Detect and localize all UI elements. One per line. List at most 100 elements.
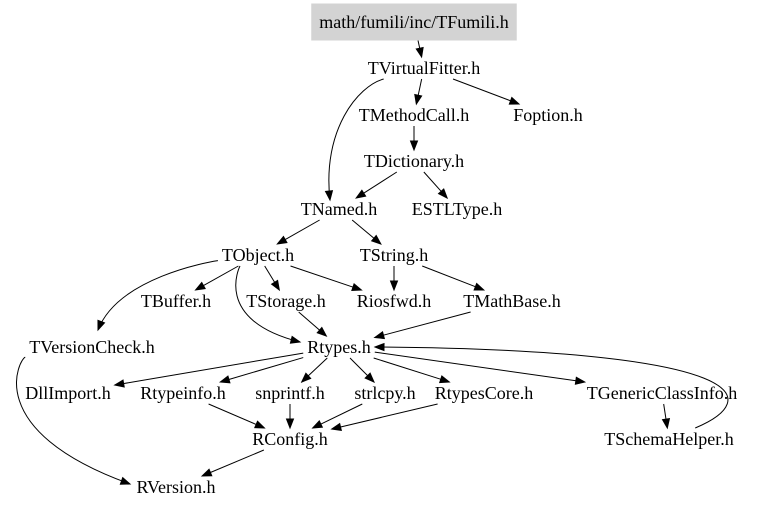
edge-tobject-to-tbuffer	[202, 265, 239, 287]
node-snprintf[interactable]: snprintf.h	[247, 382, 333, 404]
node-label: Rtypes.h	[307, 337, 371, 357]
node-tbuffer[interactable]: TBuffer.h	[133, 290, 219, 312]
node-label: TString.h	[360, 245, 429, 265]
node-label: ESTLType.h	[412, 199, 503, 219]
node-label: TMathBase.h	[463, 291, 560, 311]
node-label: RVersion.h	[136, 477, 215, 497]
node-label: TVirtualFitter.h	[368, 58, 480, 78]
node-tfumili[interactable]: math/fumili/inc/TFumili.h	[311, 3, 517, 41]
arrowhead-icon	[351, 282, 363, 291]
arrowhead-icon	[194, 281, 206, 291]
node-tmethodcall[interactable]: TMethodCall.h	[351, 104, 478, 126]
node-tobject[interactable]: TObject.h	[214, 244, 302, 266]
node-tschemahelper[interactable]: TSchemaHelper.h	[596, 428, 741, 450]
edge-rtypes-to-tgenericclassinfo	[374, 351, 577, 382]
node-label: strlcpy.h	[354, 383, 415, 403]
arrowhead-icon	[311, 420, 324, 429]
arrowhead-icon	[414, 93, 423, 106]
node-tversioncheck[interactable]: TVersionCheck.h	[21, 336, 162, 358]
edge-rconfig-to-rversion	[209, 449, 265, 474]
edge-tmathbase-to-rtypes	[382, 311, 471, 336]
node-riosfwd[interactable]: Riosfwd.h	[349, 290, 440, 312]
node-dllimport[interactable]: DllImport.h	[17, 382, 119, 404]
arrowhead-icon	[276, 235, 288, 245]
arrowhead-icon	[355, 189, 367, 199]
edge-tobject-to-rtypes	[235, 265, 301, 343]
node-label: TMethodCall.h	[359, 105, 470, 125]
arrowhead-icon	[373, 330, 386, 340]
nodes: math/fumili/inc/TFumili.hTVirtualFitter.…	[17, 3, 745, 498]
node-label: TNamed.h	[301, 199, 377, 219]
root-node-box	[311, 3, 517, 41]
node-label: TVersionCheck.h	[29, 337, 154, 357]
arrowhead-icon	[285, 418, 295, 430]
edge-rtypes-to-rtypeinfo	[227, 357, 304, 381]
node-rversion[interactable]: RVersion.h	[128, 476, 223, 498]
node-tnamed[interactable]: TNamed.h	[293, 198, 385, 220]
edge-tgenericclassinfo-to-tschemahelper	[663, 403, 667, 421]
node-tmathbase[interactable]: TMathBase.h	[455, 290, 568, 312]
node-label: TGenericClassInfo.h	[587, 383, 737, 403]
edge-rtypescore-to-rconfig	[339, 403, 438, 428]
arrowhead-icon	[270, 279, 281, 292]
node-foption[interactable]: Foption.h	[505, 104, 591, 126]
node-tvirtualfitter[interactable]: TVirtualFitter.h	[360, 57, 488, 79]
arrowhead-icon	[661, 417, 671, 430]
arrowhead-icon	[113, 379, 125, 388]
arrowhead-icon	[370, 234, 382, 245]
edge-rtypes-to-dllimport	[122, 352, 304, 385]
arrowhead-icon	[300, 372, 312, 383]
edge-rtypeinfo-to-rconfig	[208, 403, 258, 426]
edge-tvirtualfitter-to-tmethodcall	[417, 78, 423, 97]
arrowhead-icon	[97, 319, 106, 332]
node-label: Rtypeinfo.h	[140, 383, 226, 403]
node-label: RtypesCore.h	[435, 383, 534, 403]
arrowhead-icon	[316, 326, 328, 337]
edges	[16, 40, 729, 485]
arrowhead-icon	[415, 46, 424, 59]
node-tgenericclassinfo[interactable]: TGenericClassInfo.h	[579, 382, 745, 404]
node-label: math/fumili/inc/TFumili.h	[319, 12, 509, 32]
edge-tdictionary-to-tnamed	[362, 171, 398, 195]
node-estltype[interactable]: ESTLType.h	[404, 198, 511, 220]
edge-tvirtualfitter-to-foption	[452, 78, 512, 102]
node-strlcpy[interactable]: strlcpy.h	[346, 382, 423, 404]
node-label: RConfig.h	[252, 429, 328, 449]
node-tdictionary[interactable]: TDictionary.h	[356, 150, 472, 172]
arrowhead-icon	[324, 190, 334, 202]
node-tstring[interactable]: TString.h	[352, 244, 437, 266]
arrowhead-icon	[254, 420, 266, 429]
node-label: snprintf.h	[255, 383, 325, 403]
edge-tstorage-to-rtypes	[298, 311, 321, 332]
arrowhead-icon	[330, 422, 342, 432]
arrowhead-icon	[364, 372, 375, 383]
edge-tnamed-to-tstring	[351, 219, 376, 240]
arrowhead-icon	[289, 335, 302, 344]
arrowhead-icon	[473, 282, 486, 291]
arrowhead-icon	[409, 140, 419, 152]
arrowhead-icon	[389, 280, 399, 292]
edge-tvirtualfitter-to-tnamed	[328, 78, 384, 201]
node-label: TDictionary.h	[364, 151, 464, 171]
edge-tobject-to-tversioncheck	[97, 260, 218, 331]
edge-tobject-to-riosfwd	[290, 265, 355, 288]
node-rtypescore[interactable]: RtypesCore.h	[427, 382, 542, 404]
edge-tschemahelper-to-rtypes	[374, 346, 729, 429]
node-label: Foption.h	[513, 105, 583, 125]
node-tstorage[interactable]: TStorage.h	[238, 290, 333, 312]
edge-tstring-to-tmathbase	[422, 265, 477, 288]
node-rtypeinfo[interactable]: Rtypeinfo.h	[132, 382, 234, 404]
node-rconfig[interactable]: RConfig.h	[244, 428, 336, 450]
edge-tversioncheck-to-rversion	[16, 356, 131, 485]
node-label: TStorage.h	[246, 291, 325, 311]
node-label: TObject.h	[222, 245, 294, 265]
node-rtypes[interactable]: Rtypes.h	[299, 336, 379, 358]
arrowhead-icon	[373, 342, 385, 352]
node-label: DllImport.h	[25, 383, 111, 403]
arrowhead-icon	[574, 376, 587, 385]
arrowhead-icon	[200, 468, 213, 477]
node-label: Riosfwd.h	[357, 291, 432, 311]
edge-rtypes-to-strlcpy	[349, 357, 369, 377]
arrowhead-icon	[119, 476, 132, 485]
edge-rtypes-to-snprintf	[307, 357, 328, 377]
